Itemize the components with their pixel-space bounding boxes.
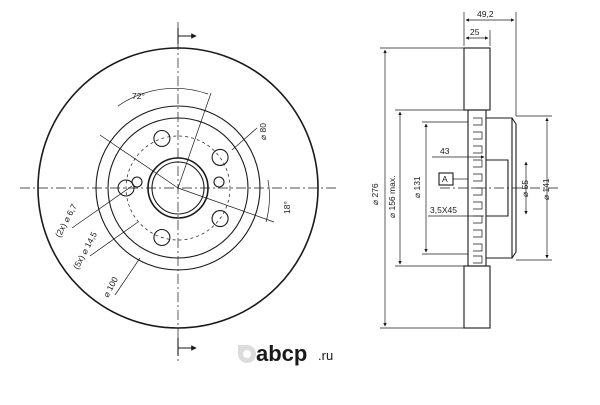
holes-small-leader [71, 185, 133, 229]
dim-141-label: ⌀ 141 [541, 178, 551, 200]
friction-ring-upper [463, 47, 491, 111]
vane-slot [473, 159, 483, 168]
angle-18-label: 18° [282, 201, 292, 214]
angle-18-leader [177, 187, 275, 223]
friction-ring-lower [463, 265, 491, 329]
dim-25-label: 25 [470, 27, 480, 37]
dim-276-label: ⌀ 276 [370, 183, 380, 205]
holes-small-label: (2x) ⌀ 6,7 [53, 202, 79, 239]
watermark-logo-icon [238, 345, 256, 363]
bolt-hole [153, 129, 171, 148]
vane-slot [473, 145, 483, 154]
watermark: abcp .ru [238, 341, 333, 366]
angle-72-leader-left [99, 134, 179, 189]
bolt-hole-group [117, 129, 229, 247]
vane-slot [473, 243, 483, 252]
bolt-pattern-circle [125, 135, 231, 241]
center-bore-inner [151, 161, 205, 215]
dia-80-label: ⌀ 80 [258, 123, 268, 140]
watermark-brand: abcp [256, 341, 307, 366]
hat-outer-circle [95, 105, 261, 271]
bolt-hole [211, 210, 229, 228]
locating-hole-right [213, 176, 225, 188]
holes-large-label: (5x) ⌀ 14,5 [71, 230, 99, 271]
angle-72-label: 72° [132, 91, 145, 101]
dim-156-label: ⌀ 156 max. [387, 176, 397, 218]
vane-slot [473, 229, 483, 238]
angle-72-arc [117, 87, 209, 107]
dia-80-leader [231, 127, 258, 151]
vane-group [473, 117, 483, 264]
vane-slot [473, 187, 483, 196]
disc-outer-edge [37, 47, 319, 329]
dim-43-label: 43 [440, 146, 450, 156]
holes-large-leader [89, 221, 139, 257]
center-bore-outer [147, 157, 209, 219]
angle-72-leader-right [177, 92, 212, 189]
hat-inner-circle [107, 117, 249, 259]
dia-100-label: ⌀ 100 [101, 275, 120, 299]
dim-55-label: ⌀ 55 [520, 180, 530, 197]
chamfer-label: 3,5X45 [430, 205, 457, 215]
bolt-hole [211, 148, 229, 166]
vane-slot [473, 131, 483, 140]
vane-slot [473, 201, 483, 210]
angle-18-arc [265, 179, 270, 223]
section-arrow-bottom [177, 338, 197, 356]
locating-hole-left [131, 176, 143, 188]
watermark-tld: .ru [318, 348, 333, 363]
vane-slot [473, 215, 483, 224]
datum-label: A [442, 174, 448, 184]
vane-slot [473, 255, 483, 264]
bolt-hole [117, 179, 135, 197]
section-arrow-top [177, 28, 197, 44]
bolt-hole [153, 228, 171, 247]
front-view: 72° ⌀ 80 18° (2x) ⌀ 6,7 (5x) ⌀ 14,5 ⌀ 10… [20, 22, 338, 362]
vane-slot [473, 117, 483, 126]
dim-131-label: ⌀ 131 [412, 176, 422, 198]
dia-100-leader [114, 257, 141, 296]
side-view: ⌀ 276 ⌀ 156 max. ⌀ 131 49,2 25 [370, 9, 560, 329]
vane-slot [473, 173, 483, 182]
dim-49-label: 49,2 [477, 9, 494, 19]
